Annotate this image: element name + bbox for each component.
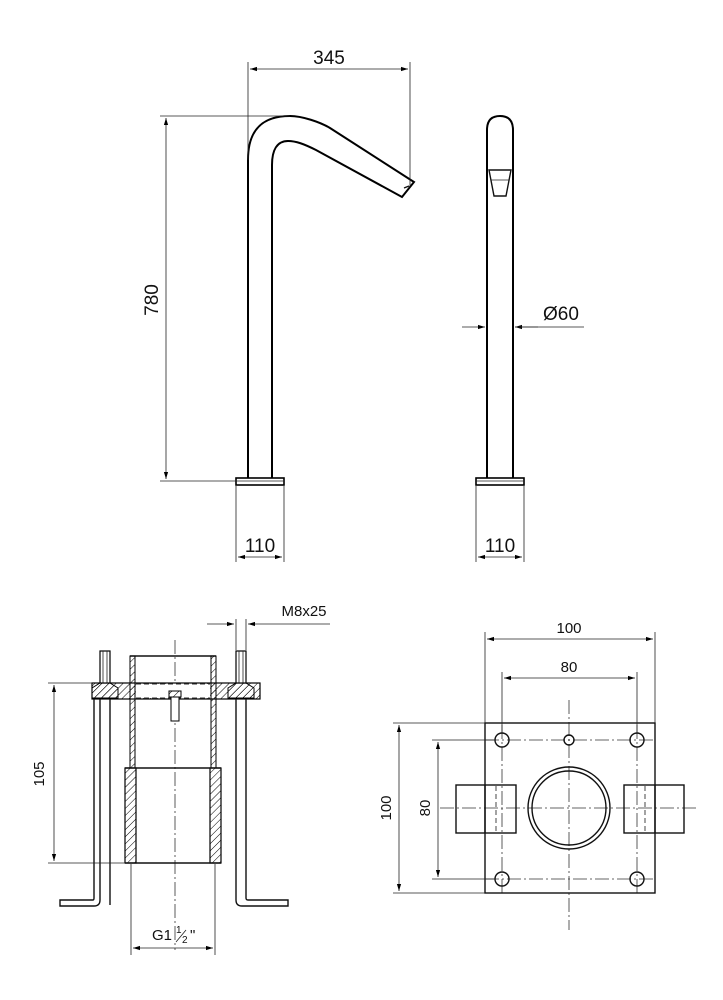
right-bolt: [227, 650, 289, 907]
plate-plan-view: 100 80 100 80: [378, 620, 698, 930]
center-screw: [168, 690, 182, 698]
thread-g1: G1: [152, 927, 172, 944]
thread-num: 1: [176, 925, 182, 936]
plate-hole-br: [629, 871, 645, 887]
front-view: 345 780 110: [142, 48, 416, 562]
dim-80-top-label: 80: [561, 659, 578, 676]
dim-780-label: 780: [142, 284, 163, 316]
faucet-side-outline: [486, 114, 514, 478]
thread-label: G1 1 2 ": [152, 925, 195, 946]
dim-100-top-label: 100: [556, 620, 581, 637]
plate-hole-small: [563, 734, 575, 746]
plate-center-hole: [527, 766, 611, 850]
bolt-size-label: M8x25: [281, 603, 326, 620]
thread-unit: ": [190, 927, 195, 944]
left-bolt: [59, 650, 119, 907]
dim-345-label: 345: [313, 48, 345, 69]
front-base-plate: [235, 477, 285, 486]
mounting-section: M8x25 105 G1 1 2 ": [31, 603, 330, 955]
dim-105-label: 105: [31, 761, 48, 786]
faucet-nozzle: [488, 169, 512, 197]
plate-tab-left: [455, 784, 517, 834]
faucet-front-outline: [247, 114, 416, 478]
thread-den: 2: [182, 935, 188, 946]
side-view: Ø60 110: [462, 114, 584, 562]
dim-80-left-label: 80: [417, 800, 434, 817]
dim-diameter-label: Ø60: [543, 304, 579, 325]
plate-tab-right: [623, 784, 685, 834]
dim-110-front-label: 110: [245, 536, 275, 557]
dim-110-side-label: 110: [485, 536, 515, 557]
dim-100-left-label: 100: [378, 795, 395, 820]
side-base-plate: [475, 477, 525, 486]
